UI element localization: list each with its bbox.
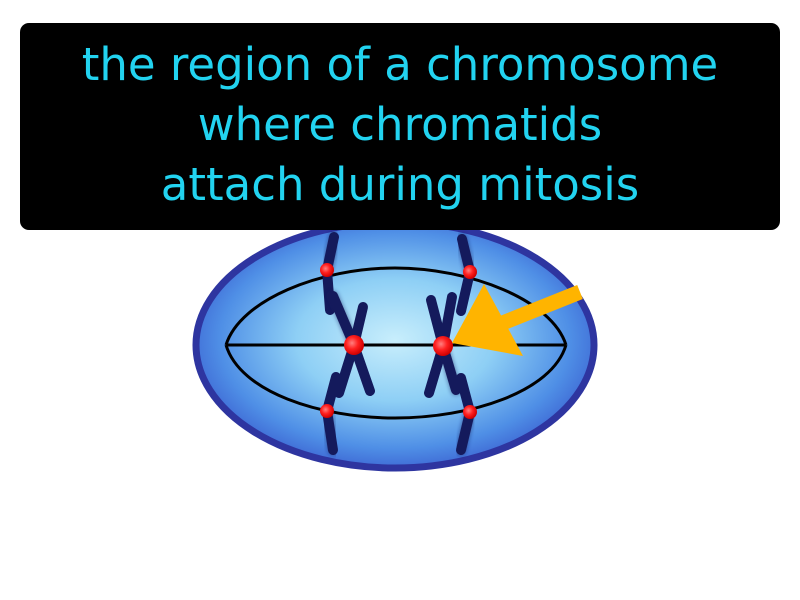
centromere-bottom-left <box>320 404 334 418</box>
caption-line-3: attach during mitosis <box>160 157 640 211</box>
centromere-middle-right <box>433 336 453 356</box>
centromere-top-right <box>463 265 477 279</box>
centromere-middle-left <box>344 335 364 355</box>
definition-caption: the region of a chromosome where chromat… <box>20 23 780 230</box>
centromere-bottom-right <box>463 405 477 419</box>
pointer-arrow-icon <box>452 284 583 356</box>
centromeres <box>320 263 477 419</box>
caption-line-2: where chromatids <box>197 97 603 151</box>
caption-line-1: the region of a chromosome <box>81 37 719 91</box>
centromere-top-left <box>320 263 334 277</box>
